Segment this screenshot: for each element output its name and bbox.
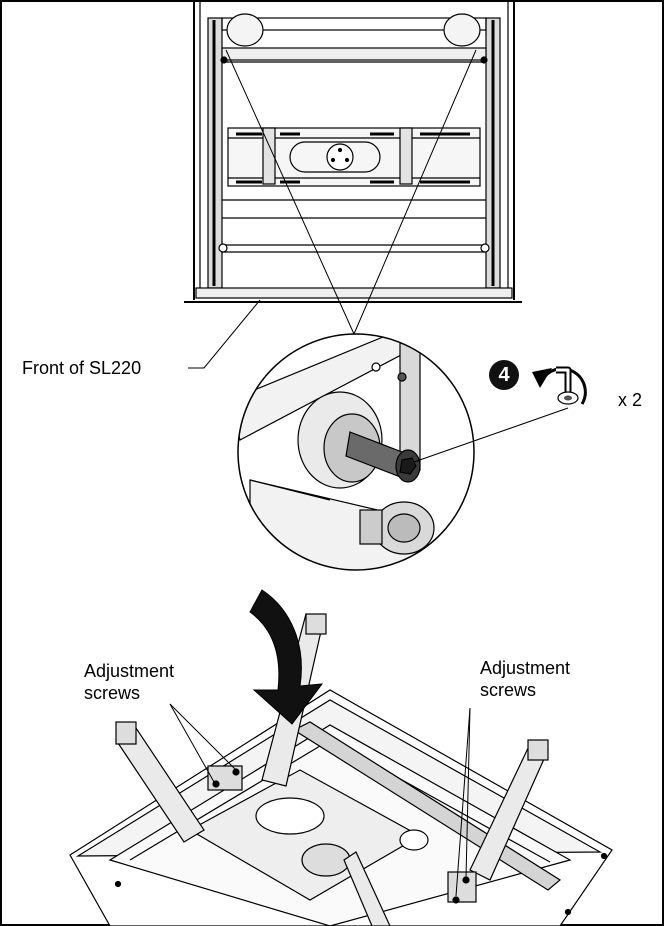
adjustment-screws-left-line2: screws (84, 683, 141, 703)
adjustment-screws-right-line2: screws (480, 680, 537, 700)
detail-magnified-view (237, 333, 475, 571)
tool-leader-line (413, 407, 569, 463)
rotate-counterclockwise-icon (532, 367, 587, 405)
hex-key-icon (556, 366, 579, 405)
adjustment-screws-leaders (169, 703, 471, 897)
step-number-badge: 4 (489, 360, 519, 390)
detail-leader-lines (188, 49, 477, 369)
adjustment-screws-left-line1: Adjustment (84, 661, 175, 681)
curved-arrow-icon (249, 589, 324, 725)
bottom-view-drawing (69, 613, 613, 926)
quantity-label: x 2 (618, 390, 643, 410)
top-view-drawing (184, 0, 522, 303)
front-of-unit-label: Front of SL220 (22, 358, 142, 378)
adjustment-screws-right-line1: Adjustment (480, 658, 571, 678)
